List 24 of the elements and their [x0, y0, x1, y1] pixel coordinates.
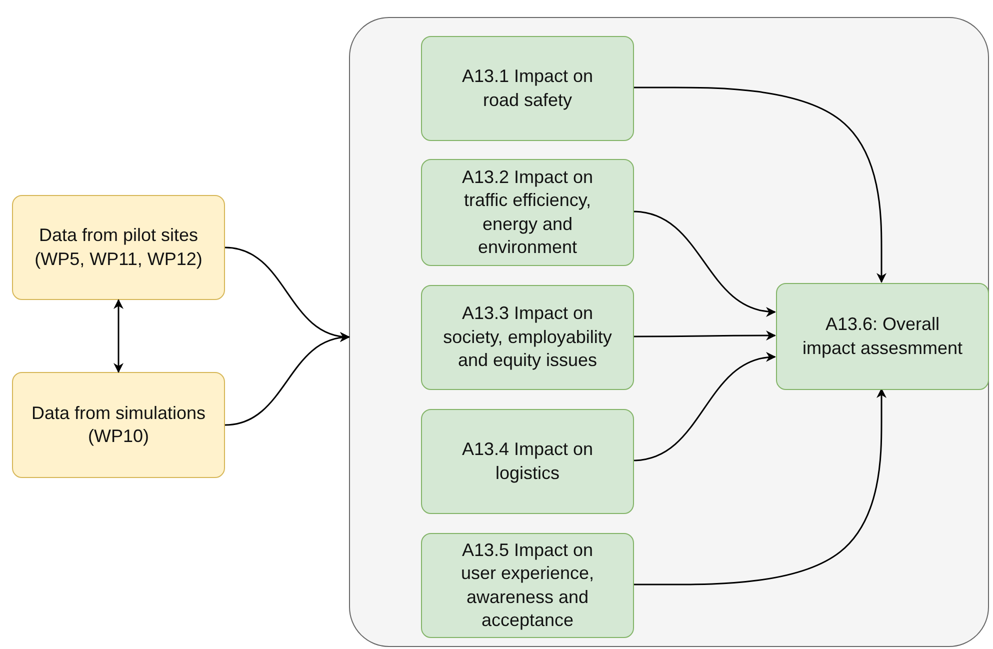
node-text: A13.6: Overall impact assesmment [801, 313, 964, 360]
process-box [776, 283, 989, 390]
node-text: Data from simulations (WP10) [30, 402, 207, 448]
arrow [224, 333, 350, 426]
process-box [12, 372, 225, 478]
container-box [349, 17, 989, 647]
arrow [633, 330, 776, 340]
process-box [421, 533, 634, 638]
node-text: A13.3 Impact on society, employability and equity issues [442, 302, 613, 372]
process-box [421, 285, 634, 390]
node-text: A13.2 Impact on traffic efficiency, energy and environment [460, 166, 594, 259]
arrow [632, 210, 776, 316]
arrow [114, 299, 124, 373]
node-text: A13.1 Impact on road safety [460, 65, 594, 112]
arrow [632, 353, 776, 462]
node-text: A13.4 Impact on logistics [460, 438, 594, 485]
node-text: Data from pilot sites (WP5, WP11, WP12) [34, 224, 204, 271]
process-box [12, 195, 225, 300]
process-box [421, 36, 634, 141]
arrow [633, 86, 886, 283]
process-box [421, 159, 634, 266]
process-box [421, 409, 634, 514]
arrow [633, 388, 886, 586]
node-text: A13.5 Impact on user experience, awareness and acceptance [460, 538, 596, 632]
